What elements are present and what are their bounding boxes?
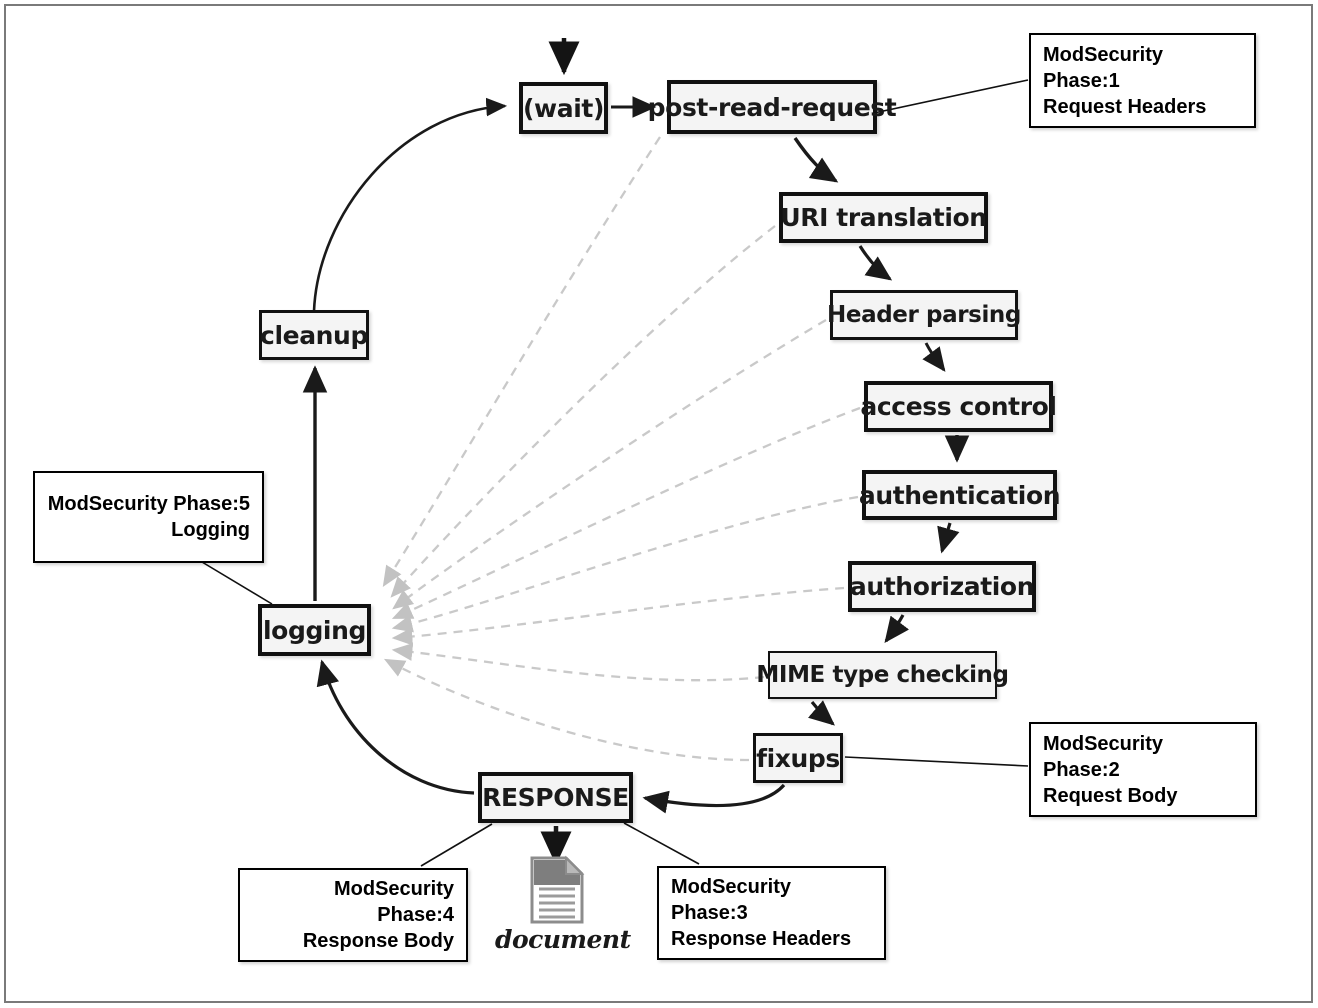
node-cleanup[interactable]: cleanup — [259, 310, 369, 360]
arrow-mime-type-checking-to-fixups — [808, 700, 835, 726]
node-header-parsing-label: Header parsing — [827, 302, 1021, 328]
node-uri-translation[interactable]: URI translation — [779, 192, 988, 243]
node-access-control-label: access control — [860, 392, 1057, 421]
dashed-logging-edges — [382, 136, 861, 762]
callout-phase-5: ModSecurity Phase:5 Logging — [33, 471, 264, 563]
callout-phase-2-line1: ModSecurity Phase:2 — [1043, 732, 1164, 781]
callout-phase-1-line1: ModSecurity Phase:1 — [1043, 43, 1164, 92]
callout-phase-4-line2: Response Body — [302, 930, 454, 952]
callout-phase-1-line2: Request Headers — [1043, 95, 1207, 118]
leader-phase-4 — [420, 823, 493, 867]
dashed-edge-post-read-request — [382, 136, 661, 587]
document-label: document — [495, 925, 631, 954]
callout-phase-5-line2: Logging — [171, 519, 250, 541]
dashed-edge-header-parsing — [392, 319, 827, 610]
node-response-label: RESPONSE — [482, 783, 629, 812]
arrow-header-parsing-to-access-control — [922, 342, 946, 372]
callout-phase-4: ModSecurity Phase:4 Response Body — [238, 868, 468, 962]
node-post-read-request-label: post-read-request — [647, 92, 897, 122]
node-authorization-label: authorization — [849, 572, 1035, 601]
arrow-uri-translation-to-header-parsing — [858, 245, 893, 281]
node-authorization[interactable]: authorization — [848, 561, 1036, 612]
leader-phase-1 — [873, 79, 1029, 114]
arrow-cleanup-to-wait — [312, 97, 508, 312]
arrow-fixups-to-response — [642, 783, 786, 814]
callout-phase-2: ModSecurity Phase:2 Request Body — [1029, 722, 1257, 817]
dashed-edge-uri-translation — [390, 225, 776, 598]
node-logging[interactable]: logging — [258, 604, 371, 656]
node-authentication[interactable]: authentication — [858, 470, 1061, 520]
node-access-control[interactable]: access control — [860, 381, 1057, 432]
dashed-edge-authentication — [391, 495, 859, 633]
arrow-authentication-to-authorization — [937, 522, 960, 554]
arrow-authorization-to-mime-type-checking — [884, 614, 910, 644]
node-post-read-request[interactable]: post-read-request — [648, 80, 897, 134]
node-fixups[interactable]: fixups — [753, 733, 843, 783]
callout-phase-5-line1: ModSecurity Phase:5 — [47, 493, 250, 515]
node-uri-translation-label: URI translation — [780, 203, 987, 232]
solid-flow-arrows — [302, 96, 970, 866]
node-mime-type-checking[interactable]: MIME type checking — [756, 651, 1009, 699]
leader-phase-3 — [623, 822, 700, 865]
dashed-edge-mime-type-checking — [391, 642, 765, 682]
callout-phase-3-line2: Response Headers — [671, 928, 852, 950]
node-fixups-label: fixups — [756, 743, 840, 773]
dashed-edge-access-control — [391, 406, 861, 620]
node-wait-label: (wait) — [523, 93, 604, 123]
node-header-parsing[interactable]: Header parsing — [827, 290, 1021, 340]
node-logging-label: logging — [263, 615, 366, 645]
node-wait[interactable]: (wait) — [519, 82, 608, 134]
node-mime-type-checking-label: MIME type checking — [756, 662, 1009, 688]
document-icon — [530, 855, 585, 924]
callout-phase-3: ModSecurity Phase:3 Response Headers — [657, 866, 886, 960]
node-authentication-label: authentication — [858, 480, 1061, 510]
callout-leader-lines — [201, 79, 1029, 867]
leader-phase-2 — [844, 756, 1029, 767]
node-cleanup-label: cleanup — [260, 320, 368, 350]
callout-phase-3-line1: ModSecurity Phase:3 — [671, 876, 792, 924]
callout-phase-2-line2: Request Body — [1043, 784, 1178, 807]
callout-phase-1: ModSecurity Phase:1 Request Headers — [1029, 33, 1256, 128]
arrow-response-to-logging — [316, 659, 475, 795]
leader-phase-5 — [201, 561, 273, 605]
node-response[interactable]: RESPONSE — [478, 772, 633, 823]
dashed-edge-fixups — [383, 658, 750, 762]
dashed-edge-authorization — [391, 586, 845, 646]
callout-phase-4-line1: ModSecurity Phase:4 — [333, 878, 454, 926]
arrow-post-read-request-to-uri-translation — [793, 137, 839, 183]
